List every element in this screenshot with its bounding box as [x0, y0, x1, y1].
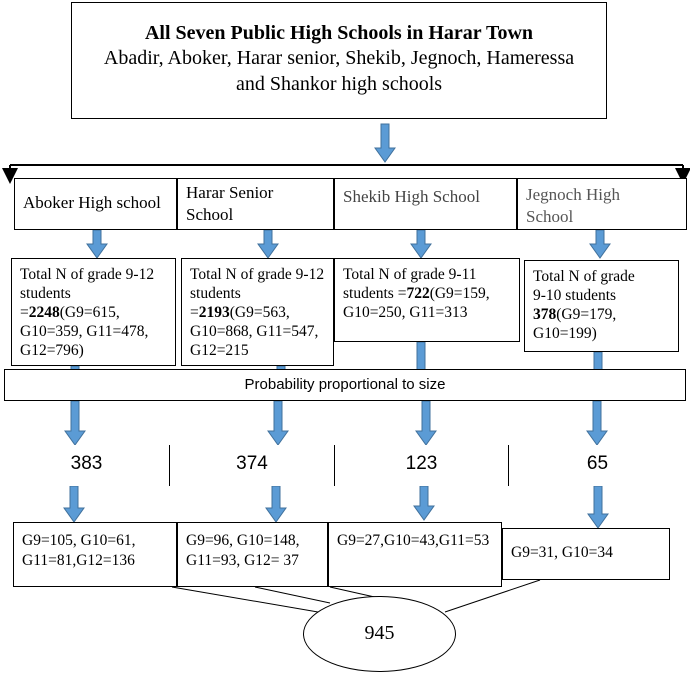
total-sample-ellipse: 945 [303, 596, 456, 672]
sample-size-harar-senior: 374 [169, 445, 334, 486]
school-box-shekib: Shekib High School [334, 178, 517, 230]
total-box-harar-senior: Total N of grade 9-12 students =2193(G9=… [181, 258, 334, 366]
connector-line-2 [254, 586, 331, 604]
grade-line: G9=105, G10=61, [22, 532, 136, 549]
school-box-aboker: Aboker High school [14, 178, 177, 230]
total-count: 2248 [28, 304, 60, 321]
grade-breakdown-shekib: G9=27,G10=43,G11=53 [328, 522, 502, 587]
grade-line: G9=31, G10=34 [511, 544, 613, 561]
population-schools-line-1: Abadir, Aboker, Harar senior, Shekib, Je… [103, 47, 575, 69]
sampling-method-box: Probability proportional to size [4, 369, 686, 401]
down-arrow-harar-3 [267, 400, 289, 446]
total-count: 722 [406, 285, 430, 302]
connector-line-4 [444, 579, 541, 613]
population-schools-line-2: and Shankor high schools [235, 73, 443, 95]
down-arrow-shekib-3 [415, 400, 437, 446]
down-arrow-jegnoch-3 [586, 400, 608, 446]
population-box: All Seven Public High Schools in Harar T… [71, 2, 607, 119]
school-name: Aboker High school [23, 193, 161, 212]
school-name: Jegnoch High [526, 185, 620, 204]
down-arrow-shekib-4 [413, 485, 435, 521]
total-line: Total N of grade [533, 268, 635, 285]
down-arrow-aboker-1 [86, 229, 108, 259]
population-title: All Seven Public High Schools in Harar T… [144, 22, 534, 44]
down-arrow-aboker-3 [64, 400, 86, 446]
sample-size-shekib: 123 [334, 445, 508, 486]
total-line: G10=359, G11=478, [20, 323, 149, 340]
total-line: students [190, 285, 241, 302]
total-line: G12=215 [190, 342, 249, 359]
school-name-cont: School [186, 205, 234, 224]
grade-breakdown-harar-senior: G9=96, G10=148, G11=93, G12= 37 [177, 522, 328, 587]
grade-line: G11=81,G12=136 [22, 552, 135, 569]
total-line: Total N of grade 9-12 [20, 266, 155, 283]
total-count: 2193 [198, 304, 230, 321]
total-line: G10=250, G11=313 [343, 304, 468, 321]
total-line: 378(G9=179, [533, 306, 617, 323]
grade-line: G9=96, G10=148, [186, 532, 300, 549]
total-line: =2193(G9=563, [190, 304, 290, 321]
total-line: G12=796) [20, 342, 84, 359]
total-line: Total N of grade 9-11 [343, 266, 477, 283]
school-box-jegnoch: Jegnoch High School [517, 178, 687, 230]
grade-line: G9=27,G10=43,G11=53 [337, 532, 490, 549]
total-line: =2248(G9=615, [20, 304, 120, 321]
total-box-shekib: Total N of grade 9-11 students =722(G9=1… [334, 258, 520, 342]
grade-breakdown-jegnoch: G9=31, G10=34 [502, 528, 670, 580]
grade-breakdown-aboker: G9=105, G10=61, G11=81,G12=136 [13, 522, 177, 587]
total-line: G10=868, G11=547, [190, 323, 319, 340]
down-arrow-aboker-4 [63, 485, 85, 523]
school-name-cont: School [526, 207, 574, 226]
down-arrow-shekib-1 [410, 229, 432, 259]
down-arrow-main [374, 123, 396, 163]
total-box-jegnoch: Total N of grade 9-10 students 378(G9=17… [524, 260, 679, 352]
total-line: students =722(G9=159, [343, 285, 490, 302]
total-line: 9-10 students [533, 287, 617, 304]
total-box-aboker: Total N of grade 9-12 students =2248(G9=… [11, 258, 176, 366]
total-count: 378 [533, 306, 557, 323]
down-arrow-jegnoch-1 [589, 229, 611, 259]
grade-line: G11=93, G12= 37 [186, 552, 299, 569]
sample-size-aboker: 383 [4, 445, 169, 486]
connector-line-1 [171, 586, 319, 613]
sample-size-jegnoch: 65 [508, 445, 686, 486]
total-line: Total N of grade 9-12 [190, 266, 325, 283]
down-arrow-jegnoch-4 [587, 485, 609, 529]
total-line: G10=199) [533, 325, 597, 342]
down-arrow-harar-1 [257, 229, 279, 259]
school-name: Harar Senior [186, 183, 274, 202]
school-name: Shekib High School [343, 187, 480, 206]
down-arrow-harar-4 [265, 485, 287, 523]
school-box-harar-senior: Harar Senior School [177, 178, 334, 230]
total-line: students [20, 285, 71, 302]
